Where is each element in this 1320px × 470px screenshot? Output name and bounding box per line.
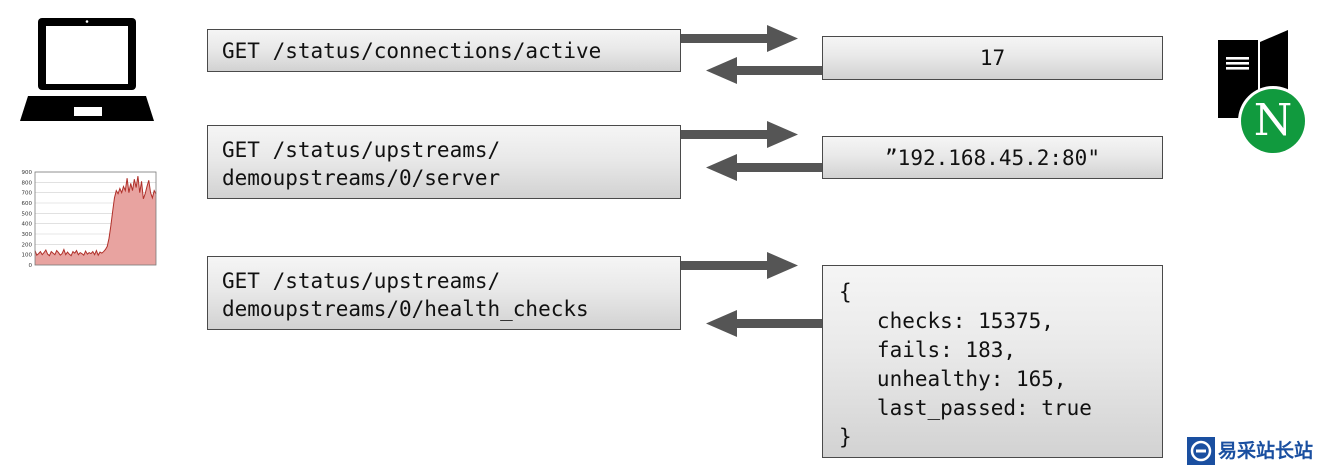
- chart-y-tick-label: 100: [22, 253, 33, 259]
- response-value: ”192.168.45.2:80": [885, 145, 1100, 170]
- response-value: 17: [979, 46, 1006, 70]
- chart-y-tick-label: 0: [29, 263, 33, 269]
- request-box: GET /status/upstreams/ demoupstreams/0/s…: [207, 125, 681, 199]
- request-box: GET /status/upstreams/ demoupstreams/0/h…: [207, 256, 681, 330]
- response-box: 17: [822, 36, 1163, 80]
- request-arrow: [681, 252, 798, 279]
- chart-y-tick-label: 900: [22, 170, 33, 176]
- laptop-icon: [20, 18, 154, 121]
- traffic-mini-chart: 900 800 700 600 500 400 300 200 100 0: [22, 170, 157, 269]
- response-box: { checks: 15375, fails: 183, unhealthy: …: [822, 265, 1163, 458]
- chart-y-tick-label: 800: [22, 180, 33, 186]
- watermark-text: 易采站长站: [1218, 440, 1314, 462]
- chart-y-tick-label: 600: [22, 201, 33, 207]
- chart-area-fill: [35, 176, 156, 265]
- server-badge-letter: N: [1253, 95, 1293, 146]
- request-arrow: [681, 25, 798, 52]
- chart-y-tick-label: 300: [22, 232, 33, 238]
- response-arrow: [706, 57, 822, 84]
- chart-y-tick-label: 200: [22, 242, 33, 248]
- request-arrow: [681, 121, 798, 148]
- response-box: ”192.168.45.2:80": [822, 136, 1163, 179]
- response-arrow: [706, 310, 822, 337]
- response-arrow: [706, 154, 822, 181]
- chart-y-tick-label: 400: [22, 222, 33, 228]
- chart-y-tick-label: 500: [22, 211, 33, 217]
- chart-series-line: [34, 176, 157, 257]
- chart-y-tick-label: 700: [22, 191, 33, 197]
- request-box: GET /status/connections/active: [207, 29, 681, 72]
